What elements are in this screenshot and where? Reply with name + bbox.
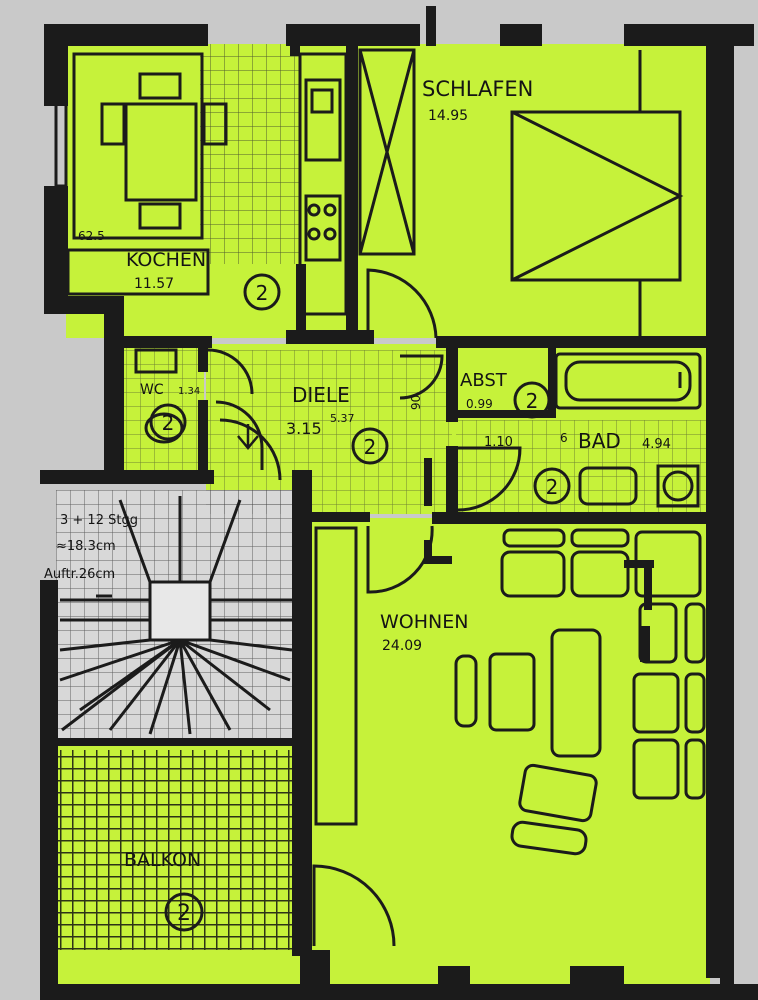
- room-number-badge: [164, 892, 204, 932]
- room-number-badge: [533, 467, 571, 505]
- toilet-icon: [144, 412, 184, 444]
- room-area-kochen: 11.57: [134, 276, 174, 292]
- kitchen-table-area: [72, 52, 204, 240]
- badge-number: 2: [256, 281, 269, 305]
- wall-stubs: [424, 458, 654, 662]
- tiny-dimension: 6: [560, 431, 568, 445]
- wc-furniture: [134, 348, 264, 470]
- badge-number: 2: [364, 435, 377, 459]
- dining-table: [124, 102, 198, 202]
- room-area-bad: 4.94: [642, 437, 671, 452]
- room-area-wohnen: 24.09: [382, 638, 422, 654]
- room-number-badges: [149, 273, 571, 932]
- room-number-badge: [243, 273, 281, 311]
- kitchen-tiles: [200, 44, 300, 264]
- stair-arrow-icon: [237, 424, 259, 450]
- door-swing: [312, 864, 396, 947]
- badge-number: 2: [162, 411, 175, 435]
- bedroom-furniture: [358, 48, 684, 339]
- room-name-wohnen: WOHNEN: [380, 611, 468, 633]
- stair-note-line-3: Auftr.26cm: [44, 567, 115, 582]
- door-swing: [366, 268, 438, 339]
- bathtub-icon: [554, 352, 702, 410]
- washbasin-icon: [578, 466, 638, 506]
- room-area-abst: 0.99: [466, 397, 493, 411]
- balkon-grid: [58, 750, 306, 950]
- room-number-badge: [513, 381, 551, 419]
- room-area-schlafen: 14.95: [428, 108, 468, 124]
- door-dimension: 90: [409, 395, 423, 410]
- room-name-schlafen: SCHLAFEN: [422, 77, 533, 101]
- room-name-kochen: KOCHEN: [126, 249, 206, 271]
- room-name-diele: DIELE: [292, 383, 350, 407]
- staircase: [59, 496, 293, 735]
- room-name-wc: WC: [140, 382, 164, 398]
- room-name-balkon: BALKON: [124, 849, 201, 871]
- room-prefix-bad: 1.10: [484, 435, 513, 450]
- kitchen-counter: [298, 52, 348, 316]
- sink-icon: [304, 78, 342, 162]
- door-swing: [207, 348, 254, 395]
- stair-note-line-1: 3 + 12 Stgg: [60, 513, 138, 528]
- stove-icon: [304, 194, 342, 262]
- room-name-bad: BAD: [578, 429, 621, 453]
- walls: [40, 6, 758, 1000]
- badge-number: 2: [177, 901, 191, 926]
- toilet-icon: [656, 464, 700, 508]
- room-number-badge: [149, 403, 187, 441]
- room-area-diele: 3.15: [286, 419, 322, 438]
- side-dimension: 62.5: [78, 229, 105, 243]
- stair-note-line-2: ≈18.3cm: [56, 539, 116, 554]
- kitchen-furniture: [54, 52, 348, 316]
- door-swing: [366, 525, 434, 594]
- badge-number: 2: [546, 475, 559, 499]
- room-name-abst: ABST: [460, 370, 508, 391]
- room-subarea-diele: 5.37: [330, 412, 355, 425]
- diele-tiles: [206, 350, 452, 514]
- badge-number: 2: [526, 389, 539, 413]
- living-furniture: [312, 525, 706, 947]
- bath-furniture: [219, 352, 702, 512]
- room-number-badge: [351, 427, 389, 465]
- washbasin-icon: [134, 348, 178, 374]
- coffee-table: [550, 628, 602, 758]
- room-area-wc: 1.34: [178, 386, 200, 397]
- wc-tiles: [122, 348, 204, 472]
- wardrobe-icon: [358, 48, 416, 256]
